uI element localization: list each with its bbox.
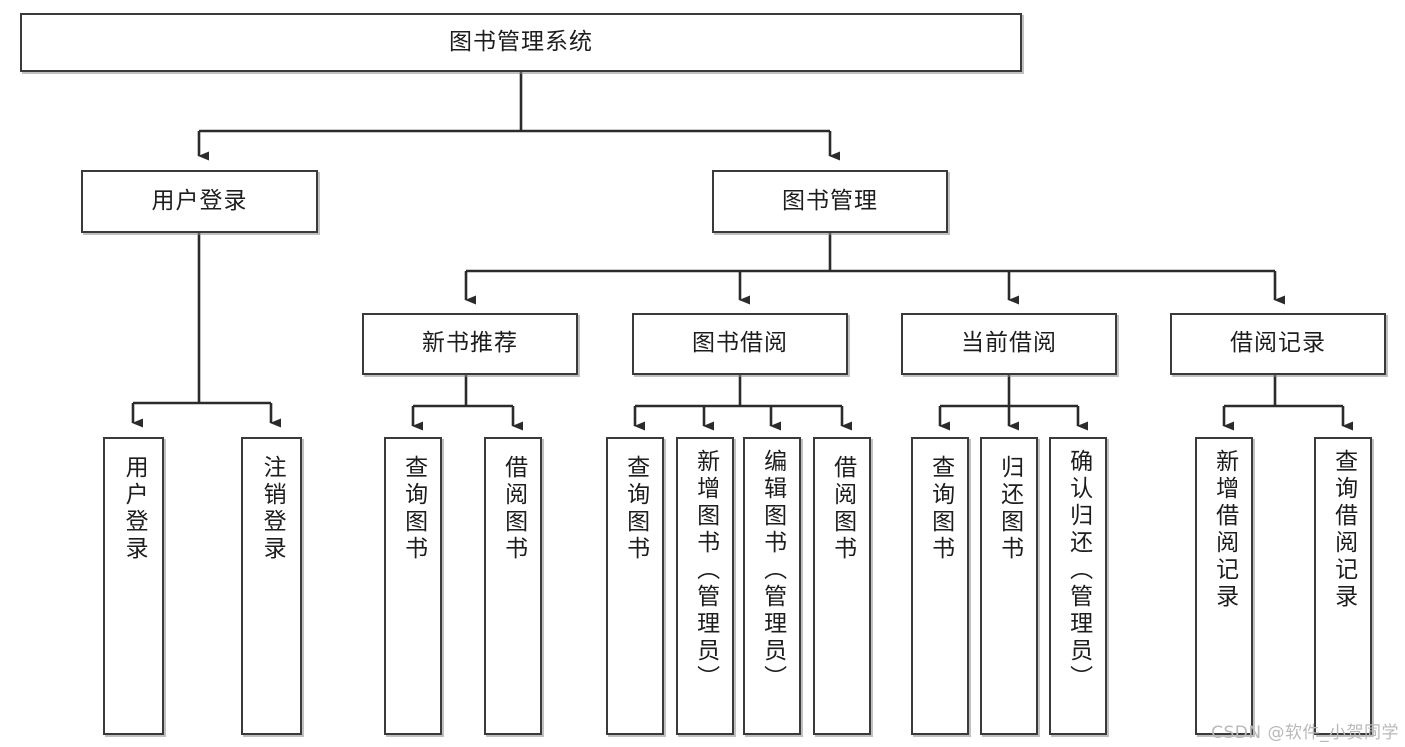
node-label: 当前借阅	[961, 330, 1057, 357]
leaf-query-borrow-record[interactable]: 查询借阅记录	[1314, 437, 1372, 735]
csdn-watermark: CSDN @软件_小贺同学	[1211, 723, 1399, 743]
node-book-borrowing[interactable]: 图书借阅	[632, 313, 848, 375]
node-label: 借阅图书	[829, 455, 856, 563]
leaf-confirm-return-admin[interactable]: 确认归还（管理员）	[1049, 437, 1107, 735]
node-label: 归还图书	[996, 455, 1023, 563]
node-label: 图书借阅	[692, 330, 788, 357]
leaf-borrow-books[interactable]: 借阅图书	[813, 437, 871, 735]
node-label: 查询图书	[927, 455, 954, 563]
node-label: 新书推荐	[422, 330, 518, 357]
node-new-book-recommendation[interactable]: 新书推荐	[362, 313, 578, 375]
node-label: 查询借阅记录	[1330, 449, 1357, 611]
node-root-book-management-system[interactable]: 图书管理系统	[20, 13, 1022, 72]
node-label: 用户登录	[121, 455, 148, 563]
node-label: 编辑图书（管理员）	[759, 449, 786, 692]
node-label: 借阅记录	[1230, 330, 1326, 357]
node-label: 确认归还（管理员）	[1065, 449, 1092, 692]
node-book-management[interactable]: 图书管理	[712, 170, 948, 233]
node-label: 用户登录	[151, 187, 248, 214]
node-label: 新增图书（管理员）	[692, 449, 719, 692]
node-label: 注销登录	[259, 455, 286, 563]
leaf-user-login[interactable]: 用户登录	[103, 437, 164, 735]
leaf-borrow-books-new-recommend[interactable]: 借阅图书	[484, 437, 542, 735]
leaf-edit-book-admin[interactable]: 编辑图书（管理员）	[743, 437, 801, 735]
leaf-add-borrow-record[interactable]: 新增借阅记录	[1195, 437, 1253, 735]
leaf-query-books-borrow[interactable]: 查询图书	[606, 437, 664, 735]
node-user-login[interactable]: 用户登录	[81, 170, 318, 233]
node-label: 借阅图书	[500, 455, 527, 563]
leaf-return-books[interactable]: 归还图书	[980, 437, 1038, 735]
leaf-query-books-current[interactable]: 查询图书	[911, 437, 969, 735]
node-current-borrowing[interactable]: 当前借阅	[901, 313, 1117, 375]
leaf-add-book-admin[interactable]: 新增图书（管理员）	[676, 437, 734, 735]
node-borrowing-record[interactable]: 借阅记录	[1170, 313, 1386, 375]
node-label: 图书管理	[782, 187, 878, 214]
node-label: 查询图书	[400, 455, 427, 563]
node-label: 图书管理系统	[449, 28, 593, 55]
leaf-logout-login[interactable]: 注销登录	[241, 437, 302, 735]
node-label: 查询图书	[622, 455, 649, 563]
node-label: 新增借阅记录	[1211, 449, 1238, 611]
leaf-query-books-new-recommend[interactable]: 查询图书	[384, 437, 442, 735]
